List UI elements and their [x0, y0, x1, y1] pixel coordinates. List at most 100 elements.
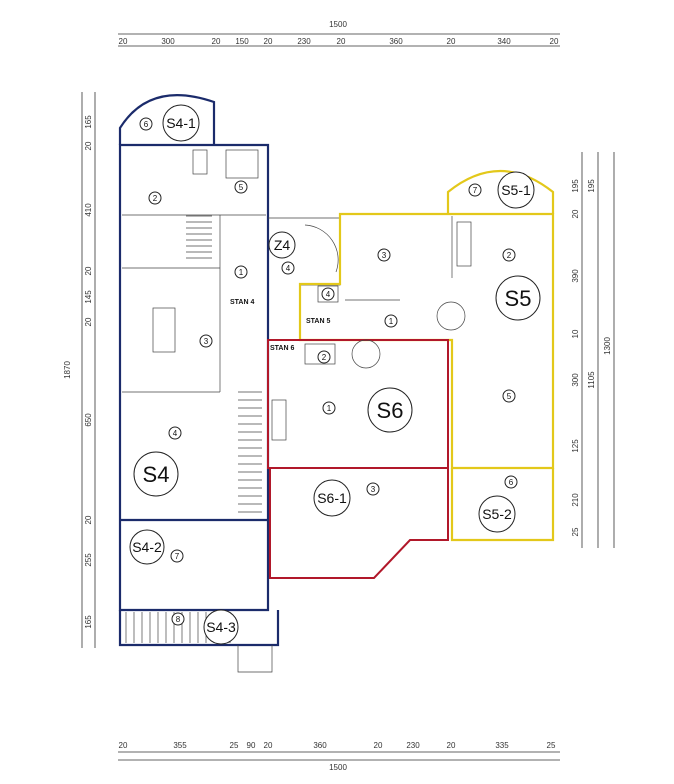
room-no: 6	[144, 120, 149, 129]
room-no: 1	[327, 404, 332, 413]
dim-seg: 20	[119, 37, 128, 46]
bottom-total-dim: 1500	[329, 763, 347, 772]
room-no: 1	[239, 268, 244, 277]
room-no: 8	[176, 615, 181, 624]
right-dimension-lines: 195 20 390 10 300 125 210 25 195 1105 13…	[571, 152, 615, 548]
label-s4: S4	[143, 462, 170, 487]
dim-seg: 145	[84, 290, 93, 304]
dim-seg: 195	[587, 179, 596, 193]
room-no: 4	[173, 429, 178, 438]
room-no: 5	[239, 183, 244, 192]
s6-kitchen-unit	[271, 399, 287, 441]
room-no: 2	[322, 353, 327, 362]
dim-seg: 20	[374, 741, 383, 750]
label-z4: Z4	[274, 237, 291, 253]
stan-labels: STAN 4 STAN 5 STAN 6	[230, 299, 330, 352]
unit-s6-plan	[267, 339, 449, 579]
dim-seg: 25	[547, 741, 556, 750]
s6-bath	[304, 343, 336, 365]
label-s5: S5	[505, 286, 532, 311]
dim-seg: 360	[313, 741, 327, 750]
label-stan4: STAN 4	[230, 299, 254, 306]
dim-seg: 650	[84, 413, 93, 427]
s4-3-stair-landing	[237, 645, 273, 673]
label-s6: S6	[377, 398, 404, 423]
dim-seg: 20	[571, 209, 580, 218]
dim-seg: 20	[337, 37, 346, 46]
bottom-dimension-line: 20 355 25 90 20 360 20 230 20 335 25 150…	[118, 741, 560, 772]
s4-3-outline	[118, 610, 280, 647]
dim-seg: 340	[497, 37, 511, 46]
s5-spiral-stair	[436, 301, 466, 331]
room-no: 6	[509, 478, 514, 487]
s5-outline	[298, 212, 555, 470]
s6-outline	[267, 339, 449, 469]
s4-outline	[118, 143, 270, 612]
s4-stove	[192, 149, 208, 175]
dim-seg: 20	[119, 741, 128, 750]
dim-seg: 20	[264, 741, 273, 750]
s5-kitchen-unit	[456, 221, 472, 267]
dim-seg: 25	[571, 527, 580, 536]
dim-seg: 20	[84, 515, 93, 524]
room-no: 4	[326, 290, 331, 299]
label-s4-2: S4-2	[132, 539, 162, 555]
dim-seg: 300	[161, 37, 175, 46]
label-stan5: STAN 5	[306, 318, 330, 325]
room-no: 3	[204, 337, 209, 346]
room-no: 1	[389, 317, 394, 326]
label-s6-1: S6-1	[317, 490, 347, 506]
label-s5-1: S5-1	[501, 182, 531, 198]
unit-s5-plan	[298, 169, 555, 542]
dining-table	[152, 307, 176, 353]
s4-stairs	[125, 215, 262, 643]
dim-seg: 20	[84, 141, 93, 150]
s5-2-outline	[450, 468, 555, 542]
dim-seg: 20	[550, 37, 559, 46]
top-total-dim: 1500	[329, 20, 347, 29]
right-middle-total-dim: 1105	[587, 371, 596, 389]
dim-seg: 230	[406, 741, 420, 750]
s5-1-balcony-outline	[446, 169, 555, 214]
dim-seg: 20	[212, 37, 221, 46]
dim-seg: 300	[571, 373, 580, 387]
dim-seg: 230	[297, 37, 311, 46]
room-no: 7	[175, 552, 180, 561]
dim-seg: 20	[447, 741, 456, 750]
dim-seg: 255	[84, 553, 93, 567]
dim-seg: 355	[173, 741, 187, 750]
label-s5-2: S5-2	[482, 506, 512, 522]
dim-seg: 210	[571, 493, 580, 507]
room-no: 3	[382, 251, 387, 260]
label-s4-1: S4-1	[166, 115, 196, 131]
s5-bath	[317, 285, 339, 303]
dim-seg: 195	[571, 179, 580, 193]
dim-seg: 125	[571, 439, 580, 453]
s4-kitchen-unit	[225, 149, 259, 179]
dim-seg: 360	[389, 37, 403, 46]
label-stan6: STAN 6	[270, 345, 294, 352]
dim-seg: 165	[84, 615, 93, 629]
room-no: 5	[507, 392, 512, 401]
dim-seg: 150	[235, 37, 249, 46]
unit-s4-plan	[118, 94, 280, 673]
unit-labels: S4-1 S4 S4-2 S4-3 Z4 S5-1 S5 S5-2 S6 S6-…	[129, 104, 541, 645]
left-dimension-line: 1870 165 20 410 20 145 20 650 20 255 165	[63, 92, 96, 648]
room-no: 7	[473, 186, 478, 195]
dim-seg: 390	[571, 269, 580, 283]
left-total-dim: 1870	[63, 361, 72, 379]
dim-seg: 165	[84, 115, 93, 129]
room-no: 2	[507, 251, 512, 260]
label-s4-3: S4-3	[206, 619, 236, 635]
room-no: 3	[371, 485, 376, 494]
room-no: 4	[286, 264, 291, 273]
s4-1-balcony-outline	[118, 94, 216, 145]
dim-seg: 20	[447, 37, 456, 46]
dim-seg: 25	[230, 741, 239, 750]
dim-seg: 335	[495, 741, 509, 750]
top-dimension-line: 1500 20 300 20 150 20 230 20 360 20 340 …	[118, 20, 560, 47]
s6-1-terrace-outline	[269, 468, 449, 579]
room-no: 2	[153, 194, 158, 203]
room-numbers: 6 5 2 1 3 4 7 8 4 7 3 2 4 1 5 6 2 1 3	[139, 117, 518, 626]
